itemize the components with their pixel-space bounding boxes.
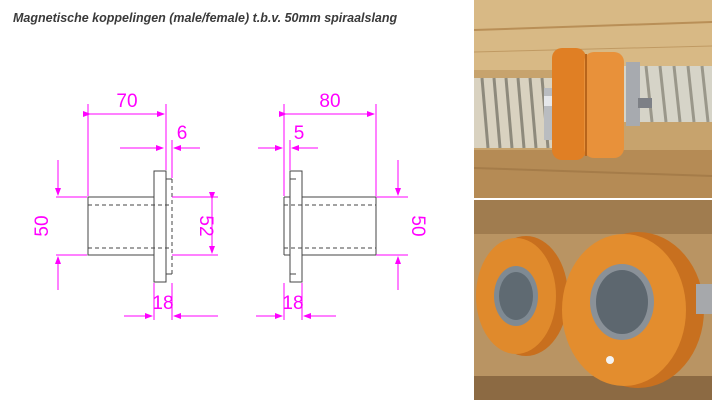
female-coupling-drawing: 80 5 50 18 — [256, 91, 428, 320]
male-coupling-drawing: 70 6 50 52 18 — [32, 91, 218, 320]
technical-drawing: 70 6 50 52 18 — [32, 91, 428, 320]
male-tube-outline — [87, 196, 155, 256]
male-thickness-label: 18 — [152, 293, 173, 314]
male-length-label: 70 — [116, 91, 137, 112]
female-dimension-lines — [256, 104, 408, 320]
female-thickness-label: 18 — [282, 293, 303, 314]
two-couplings-photo — [474, 200, 712, 400]
female-length-label: 80 — [319, 91, 340, 112]
female-flange-outline — [289, 170, 303, 283]
female-height-label: 50 — [407, 215, 428, 236]
page-title: Magnetische koppelingen (male/female) t.… — [13, 11, 398, 25]
male-inner-label: 52 — [195, 215, 216, 236]
female-flange-label: 5 — [294, 123, 305, 144]
male-flange-outline — [153, 170, 167, 283]
female-tube-outline — [301, 196, 377, 256]
coupling-on-hose-photo — [474, 0, 712, 198]
male-height-label: 50 — [32, 215, 53, 236]
male-flange-label: 6 — [177, 123, 188, 144]
male-dimension-lines — [55, 104, 218, 320]
